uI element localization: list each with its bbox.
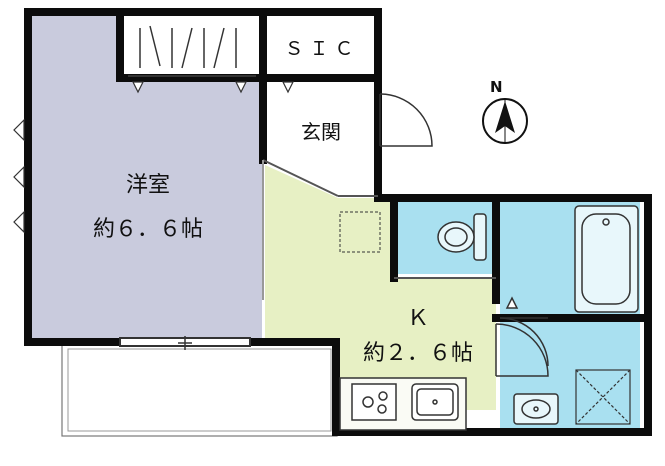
refrigerator-space [339,211,381,253]
kitchen-door [495,323,549,377]
kitchen-floor [265,165,496,410]
washing-machine-space [575,369,631,425]
compass-north-label: N [490,78,503,96]
thin-walls [262,159,496,279]
entrance-door [379,93,433,147]
sic-label: ＳＩＣ [284,38,359,60]
bathtub-icon [574,205,639,313]
kitchen-size: 約２．６帖 [363,341,473,366]
western-room-label: 洋室 [126,173,170,198]
stove-icon [351,383,397,421]
bathroom-door [499,296,549,367]
closet-area [123,16,263,76]
washbasin-icon [513,393,559,425]
balcony-window [119,336,251,350]
kitchen-counter [339,377,467,431]
closet-door-markers [132,81,294,94]
sic-area [265,16,375,76]
windows-left [13,118,25,234]
toilet-icon [437,213,487,261]
entrance-label: 玄関 [301,120,341,144]
compass: N [482,78,528,144]
balcony [61,342,338,437]
western-room-size: 約６．６帖 [93,217,203,242]
closet-doors [128,25,256,77]
kitchen-label: Ｋ [407,306,429,331]
